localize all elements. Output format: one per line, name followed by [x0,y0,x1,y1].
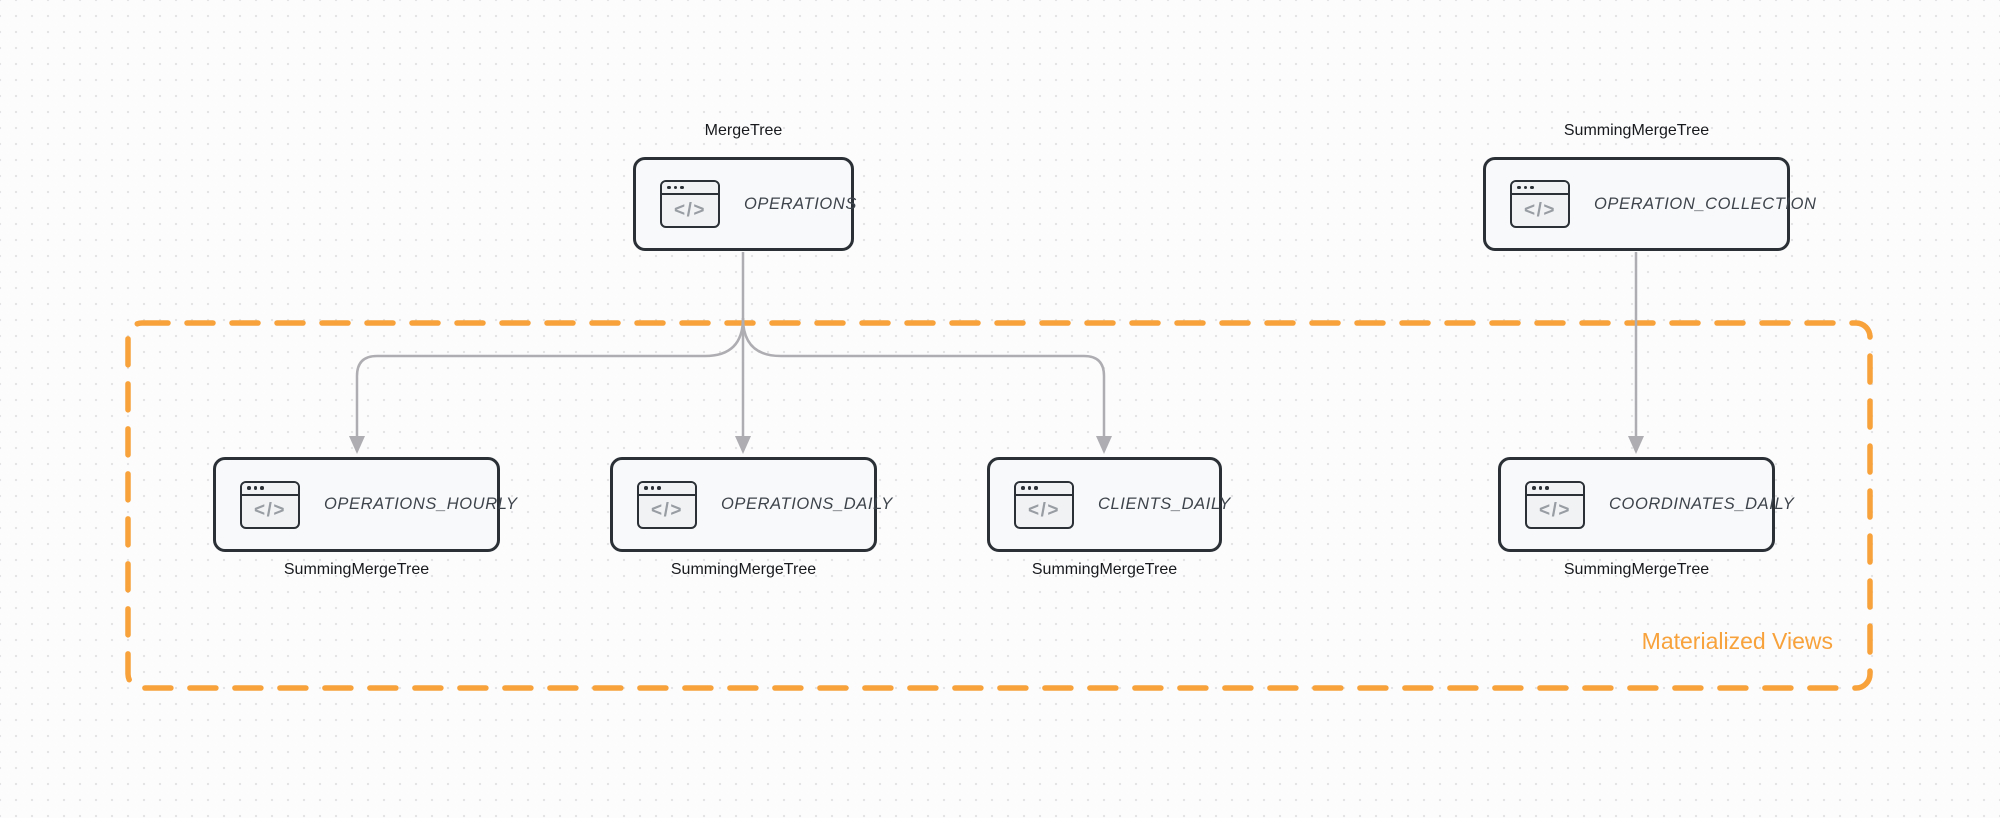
code-glyph: </> [1539,500,1571,521]
table-node-operations-hourly[interactable]: </> OPERATIONS_HOURLY [213,457,517,552]
table-name: COORDINATES_DAILY [1609,495,1795,513]
window-dot [1532,486,1536,490]
window-dot [644,486,648,490]
window-dot [1517,185,1521,190]
code-glyph: </> [651,500,683,521]
window-dot [673,185,677,190]
arrow-down-icon [1628,436,1644,454]
window-bar [639,482,695,496]
window-bar [1527,482,1583,496]
table-node-coordinates-daily[interactable]: </> COORDINATES_DAILY [1498,457,1794,552]
code-window-icon: </> [660,180,720,228]
code-window-icon: </> [1014,480,1074,529]
engine-label-mergetree: MergeTree [704,122,783,139]
table-node-operations-daily[interactable]: </> OPERATIONS_DAILY [610,457,892,552]
table-node-operations[interactable]: </> OPERATIONS [633,157,857,251]
arrowhead-icons [349,436,1644,454]
code-glyph: </> [674,199,706,221]
window-dot [1034,486,1038,490]
window-dot [1545,486,1549,490]
window-dot [1021,486,1025,490]
table-name: CLIENTS_DAILY [1098,495,1231,513]
window-dot [657,486,661,490]
table-node-clients-daily[interactable]: </> CLIENTS_DAILY [987,457,1230,552]
code-window-icon: </> [637,480,697,529]
window-bar [1512,182,1568,195]
window-dot [253,486,257,490]
engine-label-summingmergetree-source: SummingMergeTree [1563,122,1710,139]
code-window-icon: </> [240,480,300,529]
engine-label-summingmergetree: SummingMergeTree [670,561,817,578]
window-dot [1530,185,1534,190]
window-bar [242,482,298,496]
window-dot [667,185,671,190]
window-bar [1016,482,1072,496]
window-dot [650,486,654,490]
window-dot [247,486,251,490]
table-name: OPERATIONS [744,194,857,213]
code-window-icon: </> [1510,180,1570,228]
materialized-views-group-label: Materialized Views [1641,628,1833,654]
code-glyph: </> [1028,500,1060,521]
window-dot [1523,185,1527,190]
table-name: OPERATION_COLLECTION [1594,194,1817,213]
window-dot [1538,486,1542,490]
materialized-views-group-border [125,320,1873,691]
engine-label-summingmergetree: SummingMergeTree [283,561,430,578]
arrow-down-icon [735,436,751,454]
engine-label-summingmergetree: SummingMergeTree [1031,561,1178,578]
window-bar [662,182,718,195]
window-dot [680,185,684,190]
arrow-down-icon [349,436,365,454]
table-name: OPERATIONS_HOURLY [324,495,518,513]
code-window-icon: </> [1525,480,1585,529]
table-name: OPERATIONS_DAILY [721,495,893,513]
table-node-operation-collection[interactable]: </> OPERATION_COLLECTION [1483,157,1816,251]
engine-label-summingmergetree: SummingMergeTree [1563,561,1710,578]
code-glyph: </> [254,500,286,521]
arrow-down-icon [1096,436,1112,454]
code-glyph: </> [1524,199,1556,221]
window-dot [260,486,264,490]
edge-operations-fork [355,252,1106,437]
window-dot [1027,486,1031,490]
